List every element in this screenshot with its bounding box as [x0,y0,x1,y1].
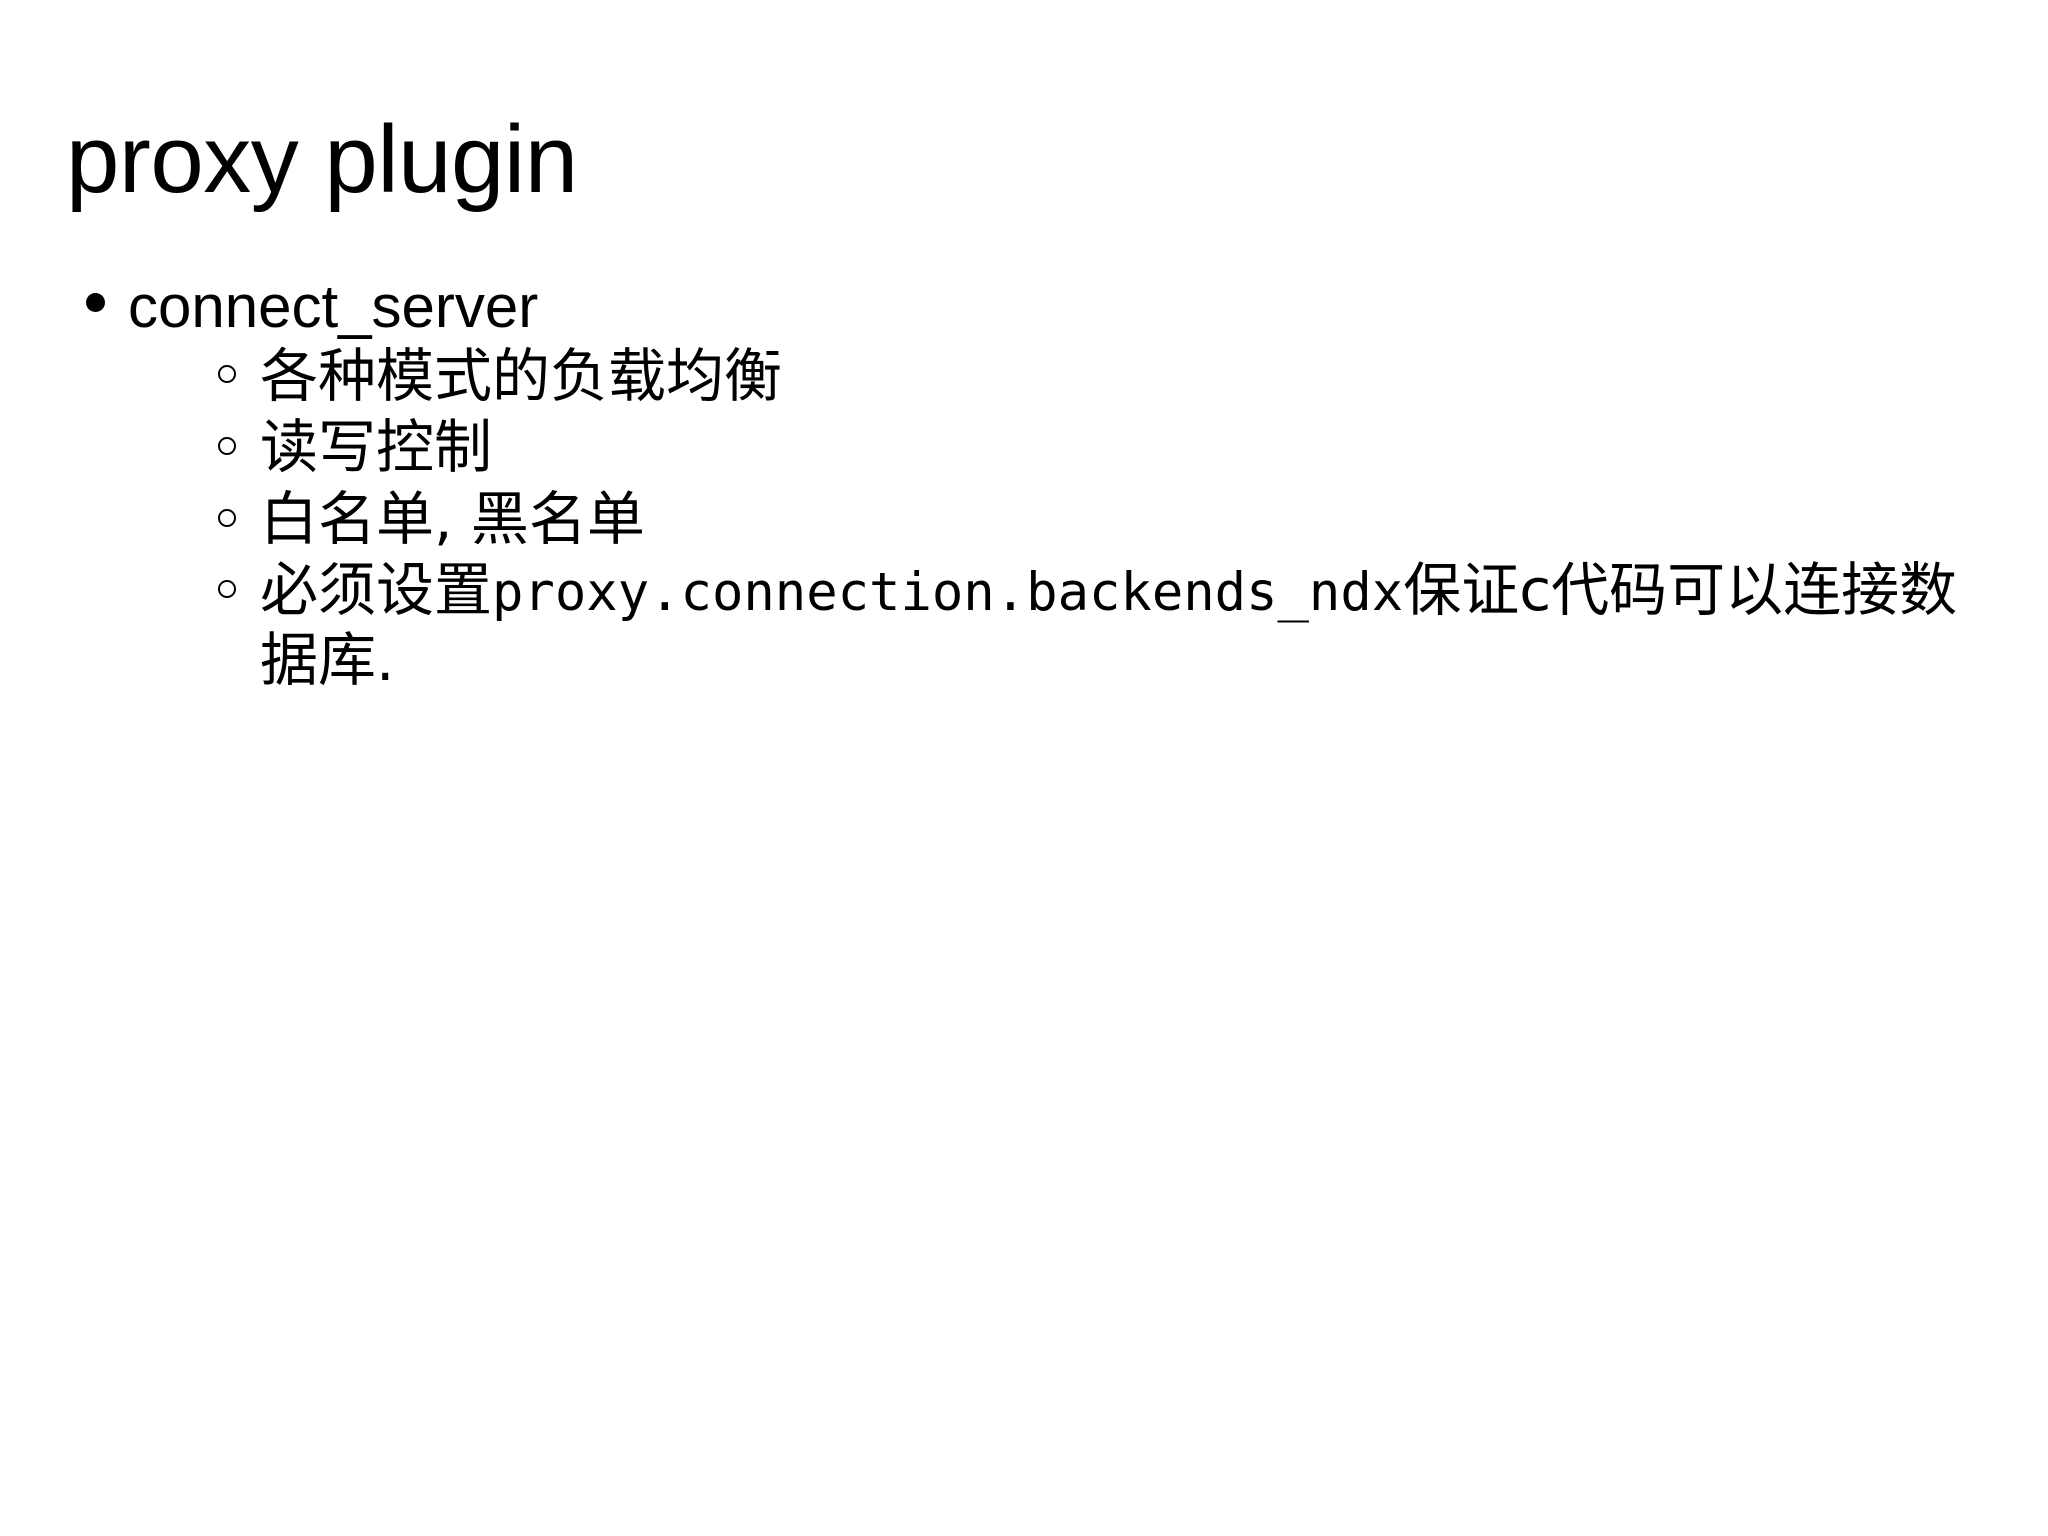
list-item: 白名单, 黑名单 [210,485,2010,555]
outline-list: connect_server 各种模式的负载均衡 读写控制 白名单, 黑名单 [80,272,2010,696]
hollow-circle-bullet-icon [218,365,236,384]
outline-item-connect-server: connect_server 各种模式的负载均衡 读写控制 白名单, 黑名单 [80,272,2010,696]
hollow-circle-bullet-icon [218,580,236,599]
outline-sublist: 各种模式的负载均衡 读写控制 白名单, 黑名单 必须设置proxy.connec… [128,342,2010,696]
sub-item-label-white-black-list: 白名单, 黑名单 [260,484,645,553]
page-title: proxy plugin [66,106,578,214]
sub-item-suffix-text: 保证c代码可以连接数据库. [260,556,1958,694]
slide-body-outline: connect_server 各种模式的负载均衡 读写控制 白名单, 黑名单 [80,272,2010,700]
hollow-circle-bullet-icon [218,508,236,527]
sub-item-prefix-text: 必须设置 [260,556,493,625]
list-item: 各种模式的负载均衡 [210,342,2010,412]
sub-item-label-load-balance: 各种模式的负载均衡 [260,341,783,410]
sub-item-label-read-write-split: 读写控制 [260,413,493,482]
outline-item-label: connect_server [128,273,539,340]
sub-item-label-backends-ndx: 必须设置proxy.connection.backends_ndx保证c代码可以… [260,556,2010,695]
filled-disc-bullet-icon [86,293,105,313]
list-item: 必须设置proxy.connection.backends_ndx保证c代码可以… [210,556,2010,695]
config-variable-code: proxy.connection.backends_ndx [492,563,1404,624]
list-item: 读写控制 [210,413,2010,483]
hollow-circle-bullet-icon [218,436,236,455]
